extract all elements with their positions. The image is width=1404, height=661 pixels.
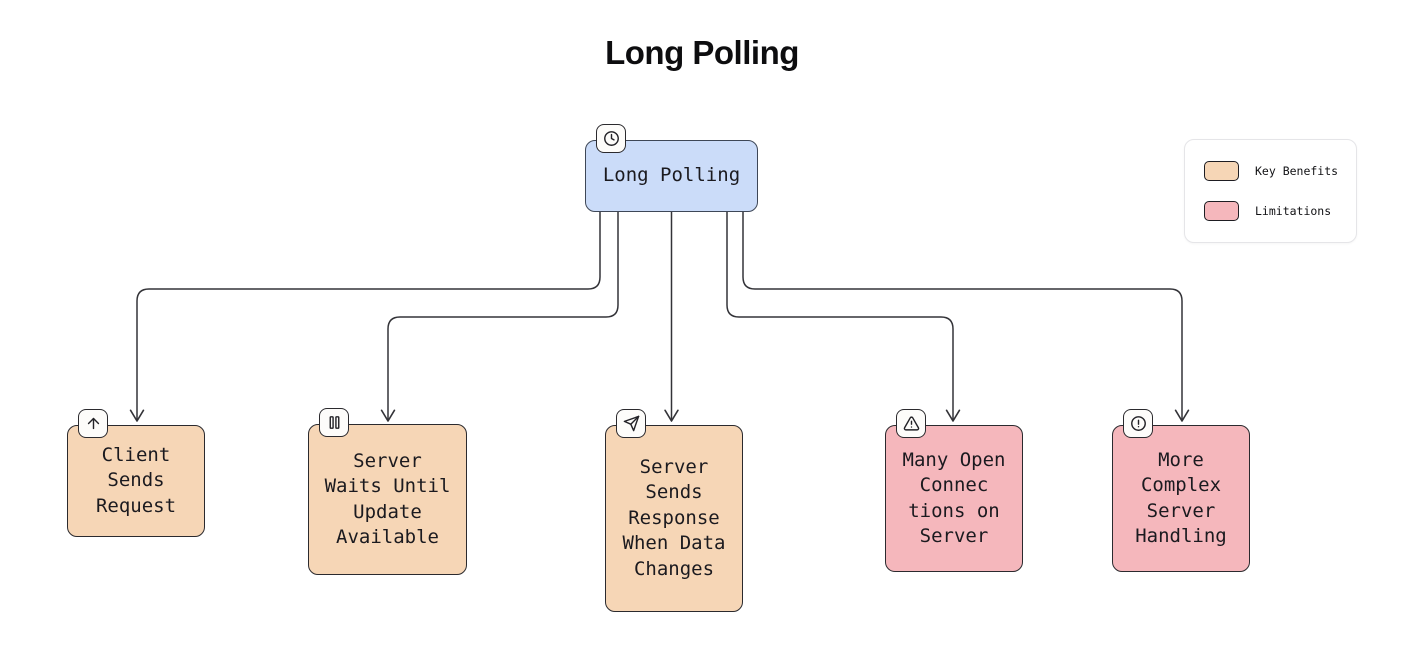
node-many-open-connections: Many Open Connec tions on Server [885,409,1023,572]
edge-root-to-many-open-connections [726,212,961,422]
clock-icon [596,124,626,153]
node-label: Many Open Connec tions on Server [902,448,1006,548]
edge-root-to-server-waits [380,212,619,422]
triangle-alert-icon [896,409,926,438]
legend-item-key-benefits: Key Benefits [1204,161,1356,181]
node-label: Server Waits Until Update Available [324,449,451,549]
node-label: Client Sends Request [95,443,177,517]
node-server-sends-response: Server Sends Response When Data Changes [605,409,743,612]
send-icon [616,409,646,438]
edge-root-to-client-sends-request [129,212,601,422]
node-label: Server Sends Response When Data Changes [622,455,726,580]
node-long-polling: Long Polling [585,124,758,212]
legend: Key Benefits Limitations [1184,139,1357,243]
page-title: Long Polling [605,34,799,71]
legend-item-limitations: Limitations [1204,201,1356,221]
arrow-up-icon [78,409,108,438]
node-label: More Complex Server Handling [1135,448,1227,548]
legend-label: Key Benefits [1255,164,1339,178]
legend-label: Limitations [1255,204,1332,218]
legend-swatch-limitations [1204,201,1239,221]
node-client-sends-request: Client Sends Request [67,409,205,537]
node-label: Long Polling [602,164,741,187]
edge-root-to-more-complex-handling [742,212,1190,422]
legend-swatch-key-benefits [1204,161,1239,181]
circle-alert-icon [1123,409,1153,438]
node-more-complex-handling: More Complex Server Handling [1112,409,1250,572]
node-server-waits-until-update: Server Waits Until Update Available [308,408,467,575]
pause-icon [319,408,349,437]
